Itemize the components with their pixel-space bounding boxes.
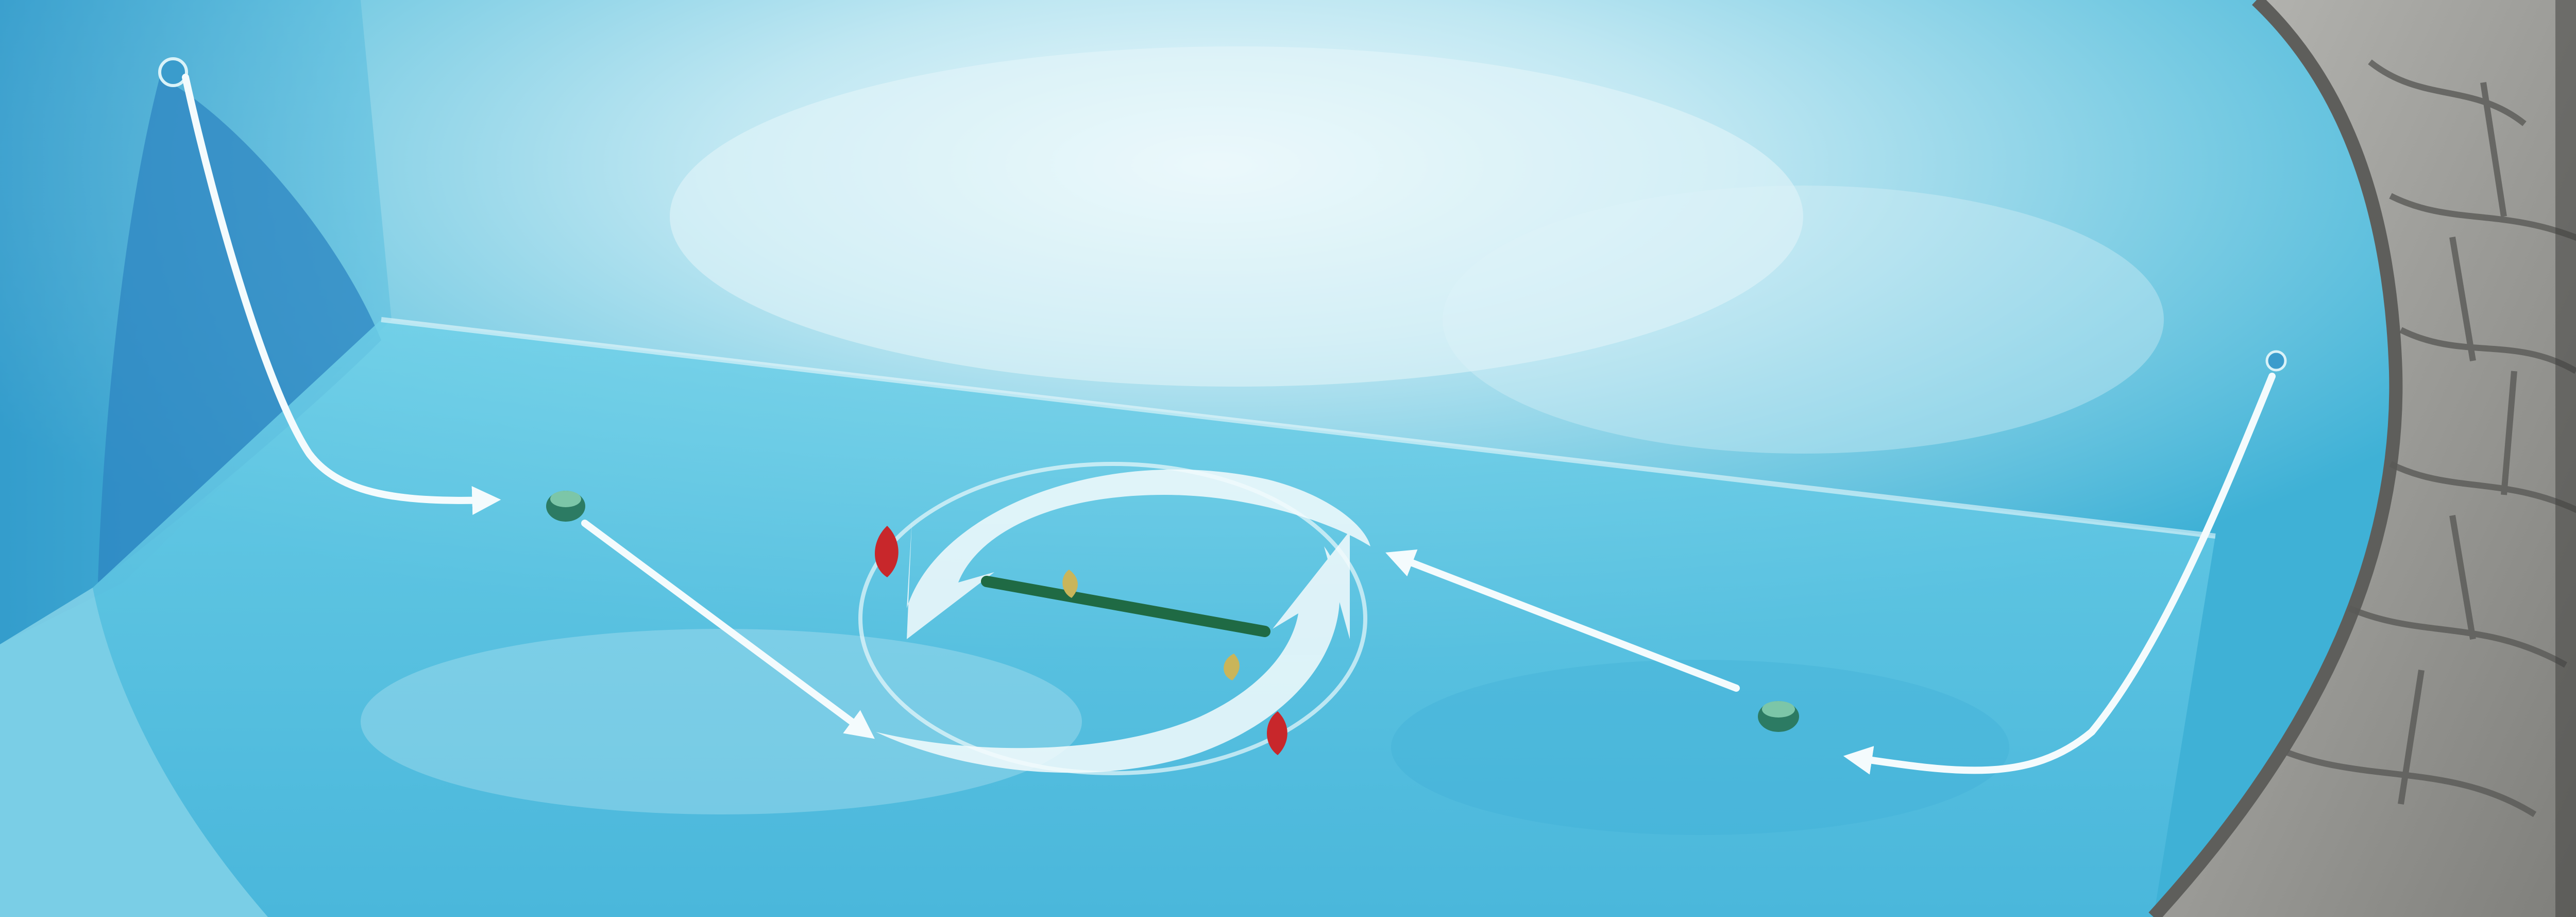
left-inlet-jet bbox=[160, 59, 187, 86]
floor-return-left bbox=[546, 491, 585, 522]
caustic bbox=[1391, 660, 2009, 835]
caustic bbox=[361, 629, 1082, 814]
coping-dark-edge bbox=[2555, 0, 2576, 917]
caustic bbox=[1443, 186, 2164, 454]
right-inlet-jet bbox=[2267, 352, 2285, 370]
floor-return-right bbox=[1758, 701, 1799, 732]
